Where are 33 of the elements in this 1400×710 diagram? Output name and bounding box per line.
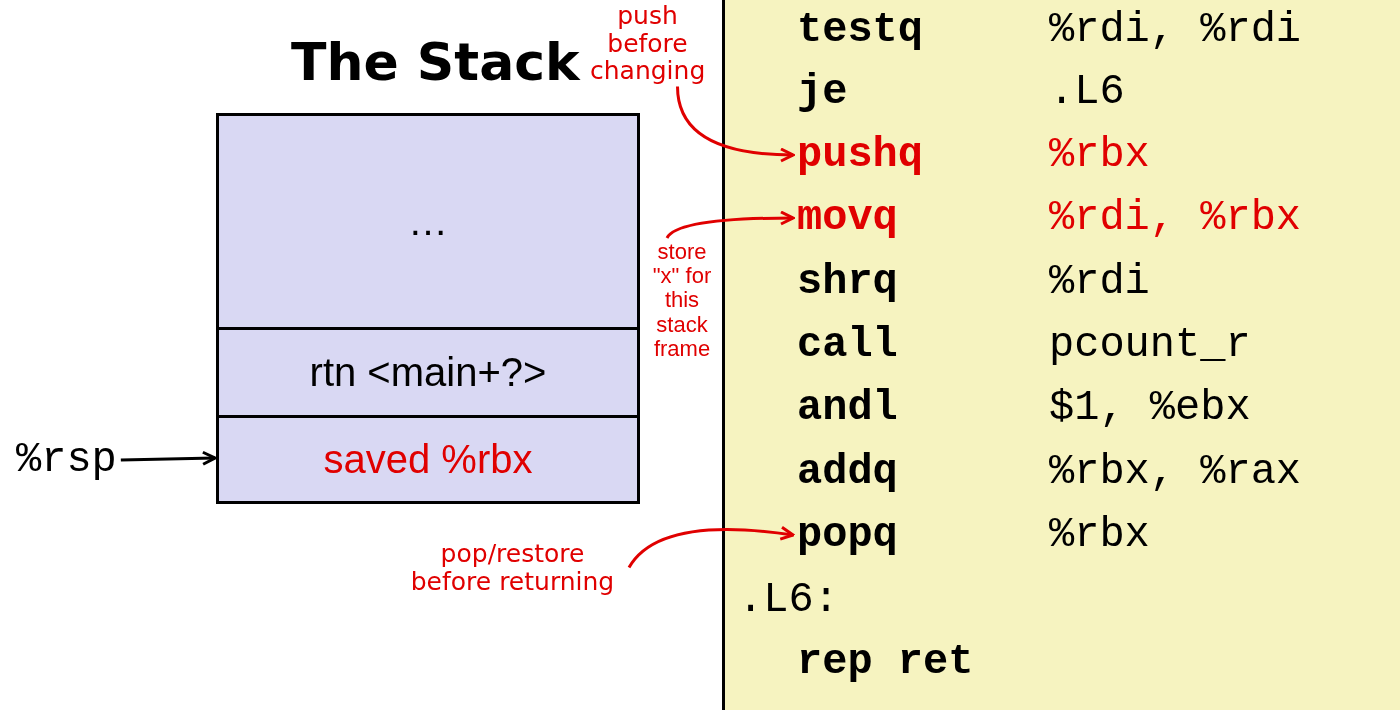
instruction-mnemonic: je [797,68,849,116]
instruction-operands: %rdi, %rdi [1049,6,1302,54]
stack-slot: saved %rbx [219,415,637,501]
instruction-operands: %rdi [1049,258,1150,306]
instruction-mnemonic: movq [797,194,899,242]
stack-title: The Stack [291,32,580,92]
handwritten-note: store "x" for this stack frame [643,240,721,361]
instruction-mnemonic: pushq [797,131,925,179]
arrow [665,210,795,239]
code-panel [722,0,1400,710]
instruction-mnemonic: shrq [797,258,899,306]
instruction-operands: %rbx, %rax [1049,448,1302,496]
instruction-operands: %rbx [1049,511,1150,559]
register-label: %rsp [16,436,117,484]
instruction-operands: $1, %ebx [1049,384,1251,432]
instruction-operands: %rdi, %rbx [1049,194,1302,242]
instruction-mnemonic: popq [797,511,899,559]
code-label: .L6: [738,576,839,624]
instruction-mnemonic: addq [797,448,899,496]
instruction: rep ret [797,638,974,686]
handwritten-note: push before changing [590,2,705,85]
instruction-operands: %rbx [1049,131,1150,179]
stack-slot: rtn <main+?> [219,327,637,415]
stack-slot: … [219,116,637,327]
instruction-mnemonic: testq [797,6,925,54]
handwritten-note: pop/restore before returning [400,540,625,595]
instruction-mnemonic: call [797,321,899,369]
instruction-mnemonic: andl [797,384,899,432]
instruction-operands: pcount_r [1049,321,1251,369]
arrow [120,450,217,466]
arrow [627,526,795,569]
arrow [676,86,795,163]
instruction-operands: .L6 [1049,68,1125,116]
